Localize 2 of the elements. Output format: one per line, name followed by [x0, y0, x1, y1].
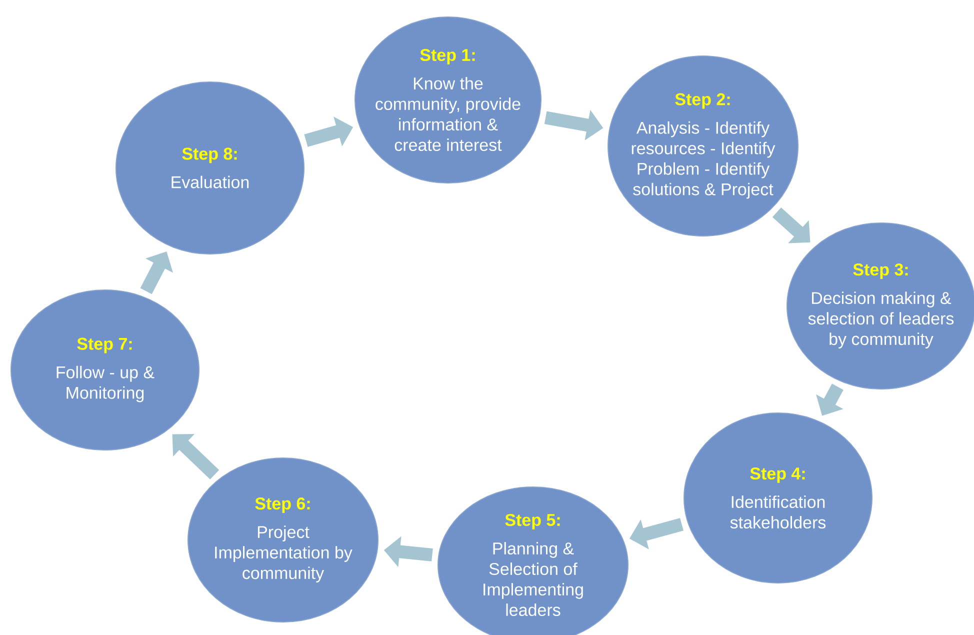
arrow: [172, 434, 220, 480]
arrow: [772, 207, 810, 244]
